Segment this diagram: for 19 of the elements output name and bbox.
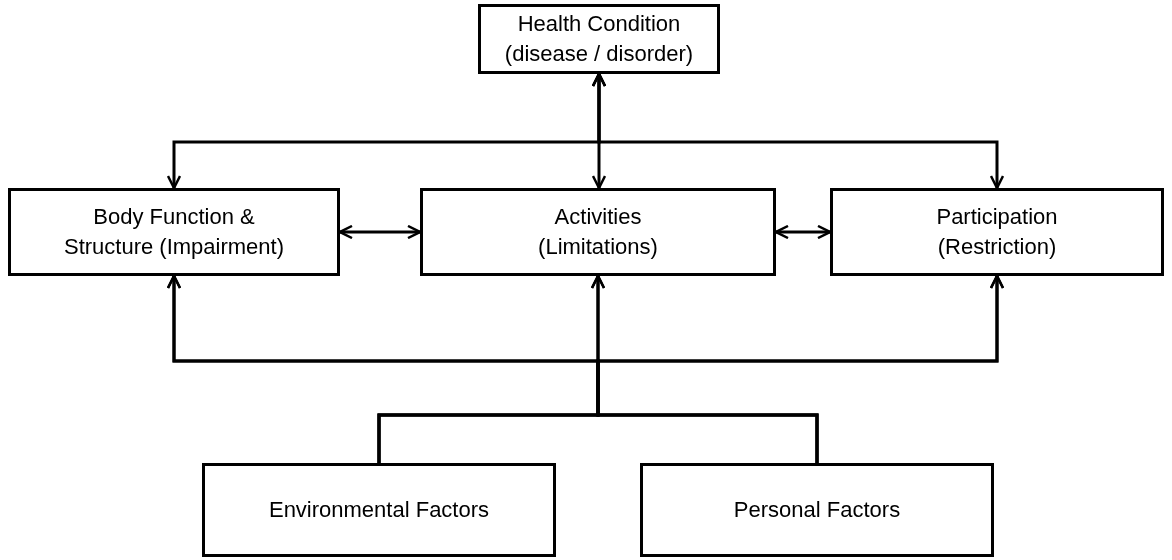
concept-box xyxy=(202,463,556,557)
box-label: Environmental Factors xyxy=(268,496,490,525)
box-label: Participation xyxy=(936,203,1058,232)
box-label: Activities xyxy=(554,203,642,232)
arrow xyxy=(338,224,422,240)
concept-box xyxy=(830,188,1164,276)
concept-box xyxy=(420,188,776,276)
box-label: Health Condition xyxy=(517,10,681,39)
box-label: Body Function & Structure (Impairment) xyxy=(62,203,286,261)
arrow xyxy=(596,274,1005,463)
arrow xyxy=(591,72,1005,190)
concept-box xyxy=(8,188,340,276)
concept-box xyxy=(478,4,720,74)
box-label: (disease / disorder) xyxy=(504,40,694,68)
box-label: (Limitations) xyxy=(538,233,658,261)
concept-box xyxy=(640,463,994,557)
arrow xyxy=(774,224,832,240)
box-label: (Restriction) xyxy=(937,233,1057,261)
box-label: Personal Factors xyxy=(733,496,901,525)
